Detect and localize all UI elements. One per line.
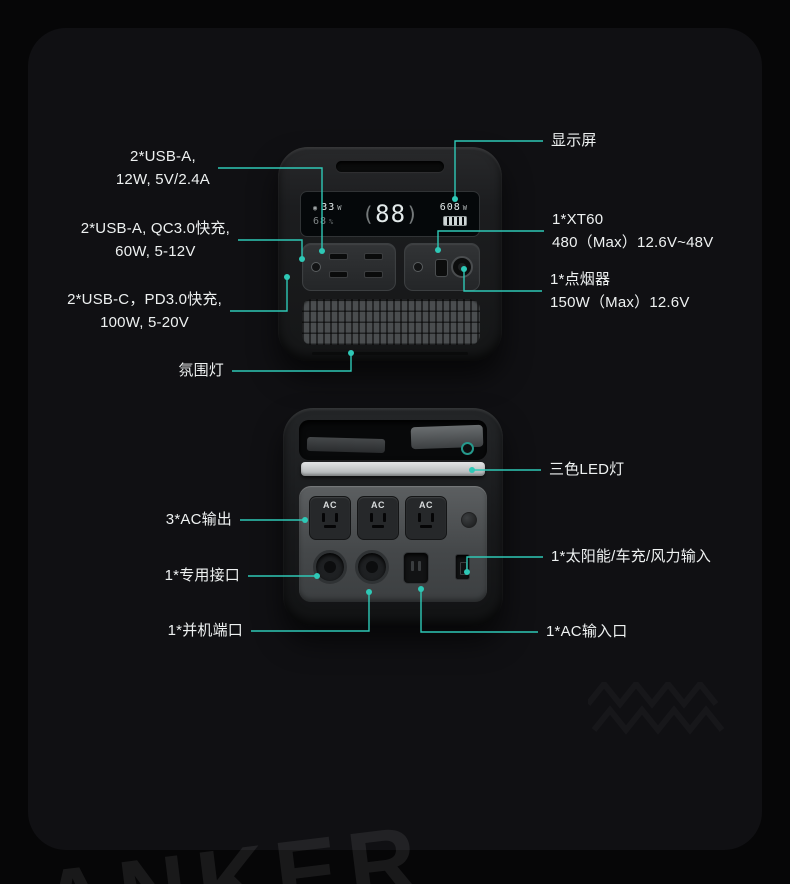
callout-ambient-light: 氛围灯 — [178, 362, 224, 379]
lcd-output-watts: 608 — [439, 202, 461, 213]
lcd-left-readout: ◉ 33 W 68 % — [313, 201, 342, 227]
callout-display: 显示屏 — [551, 132, 597, 149]
ac-outlet-slots — [370, 513, 386, 522]
xt60-port — [435, 259, 448, 277]
dc-indicator-light — [413, 262, 423, 272]
usb-panel — [302, 243, 396, 291]
ac-outlet-slot — [420, 525, 432, 528]
callout-parallel-port: 1*并机端口 — [167, 622, 243, 639]
ac-outlet-slot — [372, 525, 384, 528]
usb-a-port — [364, 253, 383, 260]
status-indicator-light — [461, 442, 474, 455]
callout-usb-c-pd: 2*USB-C，PD3.0快充, 100W, 5-20V — [67, 291, 222, 331]
dc-panel — [404, 243, 480, 291]
battery-icon — [442, 216, 467, 226]
ac-input-port — [403, 552, 429, 584]
output-panel: AC AC AC — [299, 486, 487, 602]
callout-ac-output: 3*AC输出 — [165, 511, 232, 528]
callout-led-light: 三色LED灯 — [549, 461, 625, 478]
speaker-vent — [302, 299, 480, 345]
front-device: ◉ 33 W 68 % (88) 608 W — [278, 147, 502, 361]
lcd-input-watts: 33 — [321, 201, 336, 213]
callout-ac-input: 1*AC输入口 — [546, 623, 628, 640]
ac-outlet-slots — [418, 513, 434, 522]
callout-car-lighter: 1*点烟器 150W（Max）12.6V — [550, 271, 690, 311]
dedicated-port — [313, 550, 347, 584]
battery-percentage: (88) — [362, 200, 420, 228]
callout-usb-a-standard: 2*USB-A, 12W, 5V/2.4A — [115, 148, 210, 188]
ac-outlet: AC — [405, 496, 447, 540]
pattern-watermark — [588, 682, 728, 742]
callout-xt60: 1*XT60 480（Max）12.6V~48V — [552, 211, 714, 251]
callout-solar-input: 1*太阳能/车充/风力输入 — [551, 548, 712, 565]
led-light-bar — [301, 462, 485, 476]
lcd-main-value: 88 — [375, 200, 407, 228]
ac-outlet: AC — [357, 496, 399, 540]
fan-icon: ◉ — [313, 203, 318, 212]
solar-input-port — [455, 554, 470, 580]
usb-a-port — [329, 253, 348, 260]
lcd-sub-value: 68 — [313, 215, 328, 227]
power-knob — [461, 512, 477, 528]
usb-port-group — [329, 253, 391, 283]
ac-outlet: AC — [309, 496, 351, 540]
lcd-right-readout: 608 W — [440, 202, 467, 226]
usb-c-port — [364, 270, 383, 278]
callout-dedicated-port: 1*专用接口 — [164, 567, 240, 584]
back-device: AC AC AC — [283, 408, 503, 626]
usb-indicator-light — [311, 262, 321, 272]
ambient-light-strip — [312, 352, 468, 355]
parallel-port — [355, 550, 389, 584]
ac-outlet-slot — [324, 525, 336, 528]
lcd-display: ◉ 33 W 68 % (88) 608 W — [300, 191, 480, 237]
handle-groove — [336, 161, 444, 172]
car-lighter-port — [451, 256, 473, 278]
usb-c-port — [329, 270, 348, 278]
callout-usb-a-qc: 2*USB-A, QC3.0快充, 60W, 5-12V — [80, 220, 230, 260]
handle-recess — [299, 420, 487, 460]
lid-highlight-left — [306, 436, 386, 454]
ac-outlet-slots — [322, 513, 338, 522]
